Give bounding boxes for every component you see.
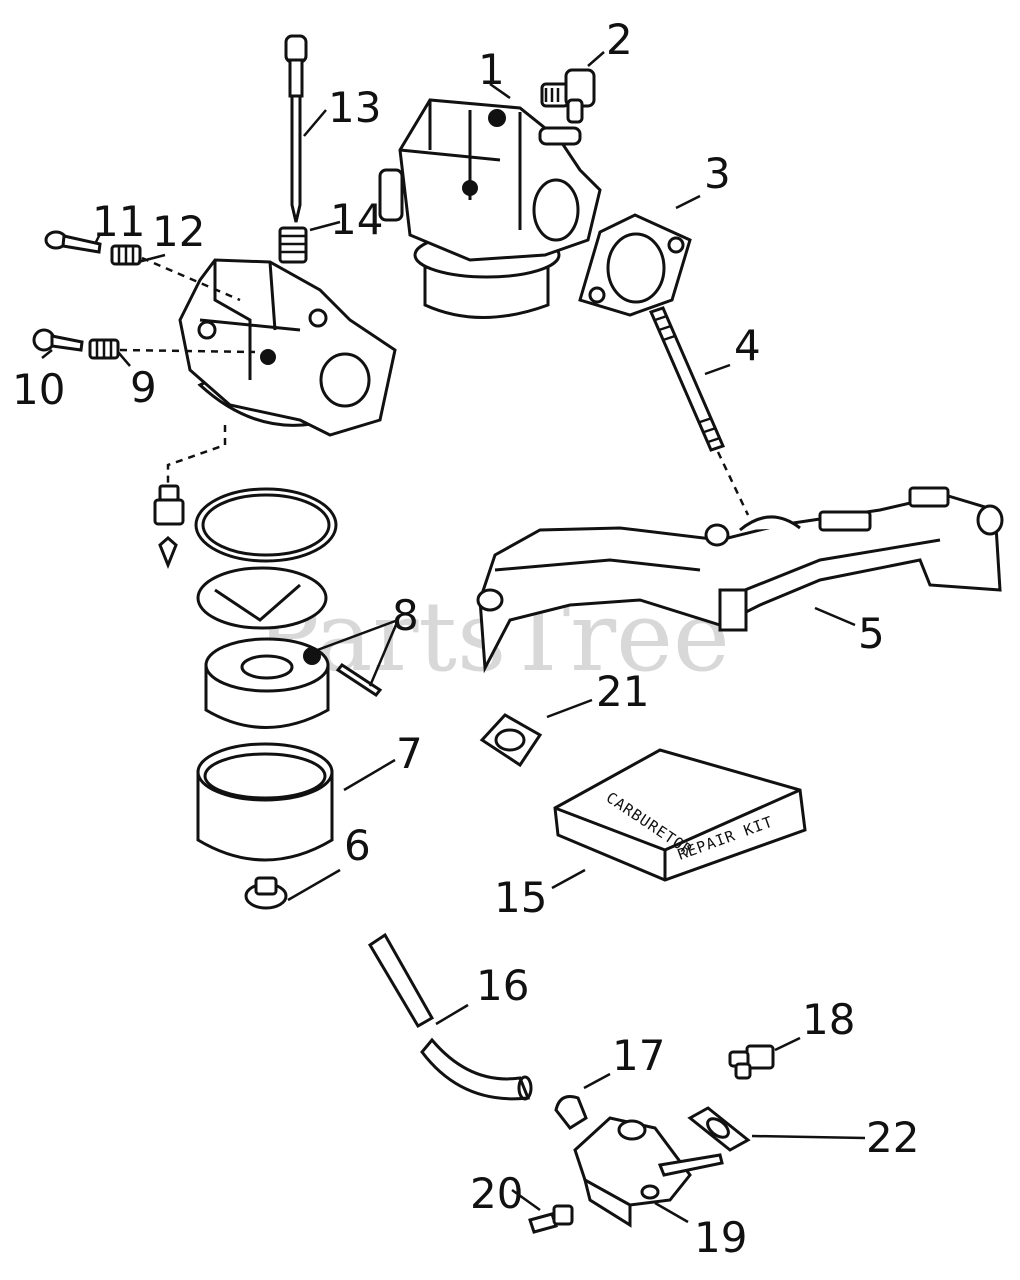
part-5-intake-manifold[interactable] bbox=[476, 486, 1004, 674]
part-4-stud[interactable] bbox=[648, 306, 726, 452]
part-10-screw[interactable] bbox=[32, 328, 84, 352]
callout-9: 9 bbox=[130, 363, 157, 412]
part-18-fitting[interactable] bbox=[728, 1044, 775, 1080]
callout-14: 14 bbox=[330, 195, 383, 244]
callout-21: 21 bbox=[596, 667, 649, 716]
part-13-needle-screw[interactable] bbox=[284, 34, 308, 223]
part-12-spring[interactable] bbox=[110, 244, 142, 266]
part-17-clamp[interactable] bbox=[554, 1095, 588, 1130]
part-21-gasket[interactable] bbox=[479, 713, 543, 768]
part-3-gasket[interactable] bbox=[578, 213, 692, 317]
part-11-screw[interactable] bbox=[44, 230, 102, 254]
part-22-gasket[interactable] bbox=[687, 1106, 751, 1152]
callout-11: 11 bbox=[92, 197, 145, 246]
part-15-repair-kit[interactable]: CARBURETOR REPAIR KIT bbox=[553, 748, 807, 882]
part-1-carburetor[interactable] bbox=[378, 98, 602, 319]
part-6-bowl-nut[interactable] bbox=[244, 876, 288, 910]
jet-alignment-line bbox=[166, 425, 227, 485]
callout-17: 17 bbox=[612, 1031, 665, 1080]
main-jet[interactable] bbox=[153, 484, 185, 570]
part-2-elbow-fitting[interactable] bbox=[540, 68, 596, 124]
leader-lines bbox=[41, 51, 866, 1224]
callout-6: 6 bbox=[344, 821, 371, 870]
part-8-float-pin[interactable] bbox=[335, 662, 383, 698]
callout-15: 15 bbox=[494, 873, 547, 922]
screw-alignment-line-top bbox=[141, 256, 241, 302]
callout-10: 10 bbox=[12, 365, 65, 414]
callout-16: 16 bbox=[476, 961, 529, 1010]
callout-20: 20 bbox=[470, 1169, 523, 1218]
part-19-fuel-pump[interactable] bbox=[573, 1116, 724, 1228]
part-9-spring[interactable] bbox=[88, 338, 120, 360]
callout-18: 18 bbox=[802, 995, 855, 1044]
callout-12: 12 bbox=[152, 207, 205, 256]
part-14-spring[interactable] bbox=[278, 226, 308, 264]
stud-alignment-line bbox=[716, 451, 750, 516]
bowl-o-ring[interactable] bbox=[194, 487, 338, 563]
callout-3: 3 bbox=[704, 149, 731, 198]
callout-19: 19 bbox=[694, 1213, 747, 1262]
callout-8: 8 bbox=[392, 591, 419, 640]
callout-22: 22 bbox=[866, 1113, 919, 1162]
callout-5: 5 bbox=[858, 609, 885, 658]
callout-4: 4 bbox=[734, 321, 761, 370]
part-20-fitting[interactable] bbox=[528, 1204, 574, 1234]
part-8-float[interactable] bbox=[204, 637, 330, 729]
callout-13: 13 bbox=[328, 83, 381, 132]
screw-alignment-line-bottom bbox=[119, 348, 256, 354]
callout-1: 1 bbox=[478, 45, 505, 94]
part-7-float-bowl[interactable] bbox=[196, 742, 334, 862]
part-16-fuel-hose[interactable] bbox=[367, 932, 533, 1101]
callout-7: 7 bbox=[396, 729, 423, 778]
callout-2: 2 bbox=[606, 15, 633, 64]
callout-labels: 1 2 3 4 5 6 7 8 9 10 11 12 13 14 15 16 1… bbox=[12, 15, 919, 1262]
carburetor-body-lower[interactable] bbox=[178, 258, 397, 437]
bowl-gasket[interactable] bbox=[196, 566, 328, 630]
